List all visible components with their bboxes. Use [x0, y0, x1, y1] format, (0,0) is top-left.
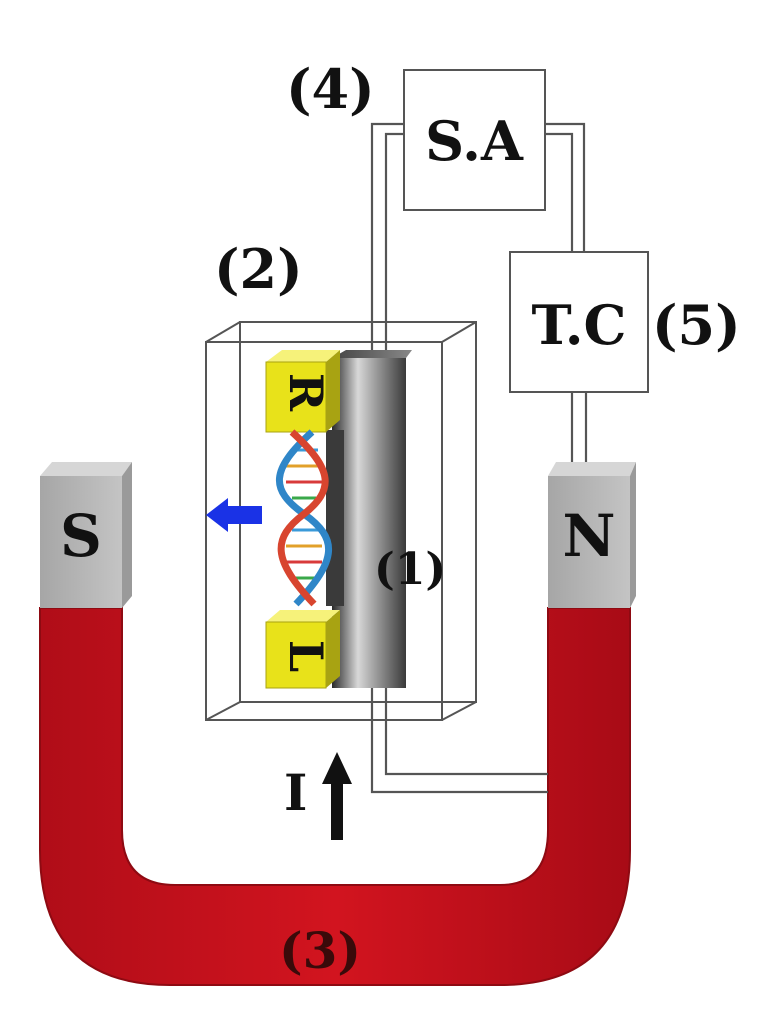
south-pole-side [122, 462, 132, 608]
north-pole-side [630, 462, 636, 608]
north-pole-top [548, 462, 636, 476]
arrow-left-icon [206, 498, 262, 532]
electrode-right-label: R [279, 373, 333, 412]
chamber-edge-br [441, 701, 477, 721]
chamber-edge-tl [205, 321, 241, 343]
arrow-up-icon [322, 752, 352, 840]
electrode-left-label: L [279, 640, 333, 672]
electrode-left [265, 610, 340, 689]
spectrum-analyzer-label: S.A [425, 109, 524, 173]
chamber-edge-bl [205, 701, 241, 721]
wire-sa-right-outer [545, 122, 586, 252]
plate-dark-strip [326, 430, 344, 606]
label-item-2: (2) [214, 237, 303, 301]
label-item-3: (3) [279, 921, 361, 980]
current-label: I [284, 763, 307, 822]
temperature-controller-box [509, 251, 649, 393]
label-item-4: (4) [286, 57, 375, 121]
label-item-5: (5) [652, 293, 741, 357]
dna-double-helix-icon [275, 429, 332, 607]
south-pole-label: S [60, 502, 102, 570]
south-pole-top [40, 462, 132, 476]
plate-face [332, 358, 406, 688]
u-magnet [39, 462, 636, 986]
north-pole-label: N [562, 502, 615, 570]
electrode-right [265, 350, 340, 433]
temperature-controller-label: T.C [531, 293, 626, 357]
magnet-body [39, 607, 631, 986]
chamber-front-face [205, 341, 443, 721]
plate-top [332, 350, 412, 358]
north-pole-block [548, 476, 630, 608]
spectrum-analyzer-box [403, 69, 546, 211]
wire-sa-right-inner [545, 132, 574, 252]
south-pole-block [40, 476, 122, 608]
label-item-1: (1) [374, 544, 446, 595]
chamber-edge-tr [441, 321, 477, 343]
wire-sa-left-inner [384, 132, 548, 776]
metal-plate [326, 350, 412, 688]
